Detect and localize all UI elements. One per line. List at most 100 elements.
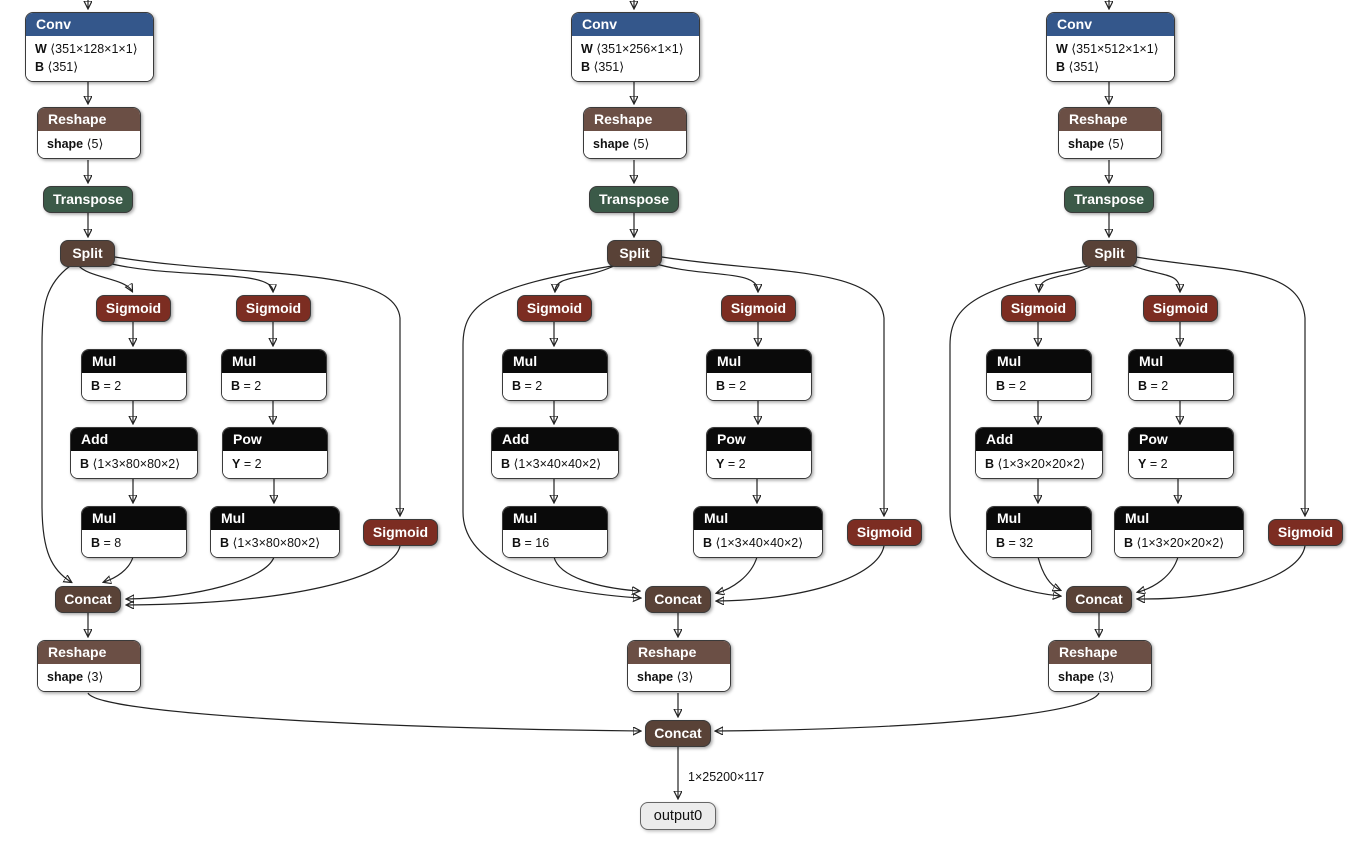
param-name: B xyxy=(231,379,241,393)
add-node[interactable]: Add B ⟨1×3×40×40×2⟩ xyxy=(491,427,619,479)
add-node[interactable]: Add B ⟨1×3×20×20×2⟩ xyxy=(975,427,1103,479)
node-params: Y = 2 xyxy=(707,451,811,478)
node-params: shape ⟨5⟩ xyxy=(1059,131,1161,158)
mul-node[interactable]: Mul B ⟨1×3×20×20×2⟩ xyxy=(1114,506,1244,558)
split-node[interactable]: Split xyxy=(607,240,662,267)
mul-node[interactable]: Mul B = 2 xyxy=(1128,349,1234,401)
param-name: shape xyxy=(47,670,84,684)
node-title: Pow xyxy=(1129,428,1233,451)
transpose-node[interactable]: Transpose xyxy=(1064,186,1154,213)
sigmoid-node[interactable]: Sigmoid xyxy=(517,295,592,322)
node-params: W ⟨351×128×1×1⟩ B ⟨351⟩ xyxy=(26,36,153,81)
param-value: ⟨351⟩ xyxy=(1068,60,1100,74)
branch1-edges xyxy=(41,0,640,731)
param-name: B xyxy=(91,379,101,393)
pow-node[interactable]: Pow Y = 2 xyxy=(222,427,328,479)
sigmoid-node[interactable]: Sigmoid xyxy=(721,295,796,322)
sigmoid-node[interactable]: Sigmoid xyxy=(1268,519,1343,546)
sigmoid-node[interactable]: Sigmoid xyxy=(363,519,438,546)
conv-node[interactable]: Conv W ⟨351×128×1×1⟩ B ⟨351⟩ xyxy=(25,12,154,82)
node-params: B = 32 xyxy=(987,530,1091,557)
concat-node[interactable]: Concat xyxy=(1066,586,1132,613)
sigmoid-node[interactable]: Sigmoid xyxy=(1001,295,1076,322)
node-params: B = 2 xyxy=(1129,373,1233,400)
add-node[interactable]: Add B ⟨1×3×80×80×2⟩ xyxy=(70,427,198,479)
pow-node[interactable]: Pow Y = 2 xyxy=(706,427,812,479)
param-name: W xyxy=(35,42,47,56)
node-params: B = 2 xyxy=(222,373,326,400)
param-name: W xyxy=(581,42,593,56)
output0-node[interactable]: output0 xyxy=(640,802,716,830)
sigmoid-node[interactable]: Sigmoid xyxy=(847,519,922,546)
transpose-node[interactable]: Transpose xyxy=(589,186,679,213)
param-name: Y xyxy=(1138,457,1147,471)
reshape-node[interactable]: Reshape shape ⟨5⟩ xyxy=(583,107,687,159)
param-value: = 2 xyxy=(1008,379,1027,393)
param-value: ⟨3⟩ xyxy=(676,670,694,684)
node-title: Mul xyxy=(987,507,1091,530)
sigmoid-node[interactable]: Sigmoid xyxy=(96,295,171,322)
param-value: = 2 xyxy=(243,379,262,393)
param-name: W xyxy=(1056,42,1068,56)
mul-node[interactable]: Mul B = 2 xyxy=(986,349,1092,401)
mul-node[interactable]: Mul B ⟨1×3×40×40×2⟩ xyxy=(693,506,823,558)
mul-node[interactable]: Mul B = 8 xyxy=(81,506,187,558)
param-value: ⟨351×512×1×1⟩ xyxy=(1071,42,1159,56)
param-name: B xyxy=(512,379,522,393)
node-title: Mul xyxy=(1115,507,1243,530)
mul-node[interactable]: Mul B = 2 xyxy=(221,349,327,401)
node-params: B ⟨1×3×40×40×2⟩ xyxy=(694,530,822,557)
mul-node[interactable]: Mul B = 2 xyxy=(502,349,608,401)
split-node[interactable]: Split xyxy=(1082,240,1137,267)
conv-node[interactable]: Conv W ⟨351×256×1×1⟩ B ⟨351⟩ xyxy=(571,12,700,82)
node-params: Y = 2 xyxy=(1129,451,1233,478)
mul-node[interactable]: Mul B = 16 xyxy=(502,506,608,558)
param-value: ⟨351⟩ xyxy=(593,60,625,74)
reshape-node[interactable]: Reshape shape ⟨3⟩ xyxy=(1048,640,1152,692)
reshape-node[interactable]: Reshape shape ⟨5⟩ xyxy=(1058,107,1162,159)
param-value: ⟨3⟩ xyxy=(86,670,104,684)
reshape-node[interactable]: Reshape shape ⟨3⟩ xyxy=(627,640,731,692)
param-value: ⟨5⟩ xyxy=(632,137,650,151)
concat-node[interactable]: Concat xyxy=(55,586,121,613)
node-title: Reshape xyxy=(38,641,140,664)
node-params: shape ⟨5⟩ xyxy=(584,131,686,158)
mul-node[interactable]: Mul B ⟨1×3×80×80×2⟩ xyxy=(210,506,340,558)
reshape-node[interactable]: Reshape shape ⟨5⟩ xyxy=(37,107,141,159)
branch2-edges xyxy=(462,0,884,716)
conv-node[interactable]: Conv W ⟨351×512×1×1⟩ B ⟨351⟩ xyxy=(1046,12,1175,82)
node-title: Conv xyxy=(572,13,699,36)
param-value: ⟨351⟩ xyxy=(47,60,79,74)
node-title: Add xyxy=(71,428,197,451)
mul-node[interactable]: Mul B = 2 xyxy=(81,349,187,401)
concat-node[interactable]: Concat xyxy=(645,586,711,613)
mul-node[interactable]: Mul B = 32 xyxy=(986,506,1092,558)
sigmoid-node[interactable]: Sigmoid xyxy=(236,295,311,322)
node-title: Conv xyxy=(26,13,153,36)
sigmoid-node[interactable]: Sigmoid xyxy=(1143,295,1218,322)
concat-node[interactable]: Concat xyxy=(645,720,711,747)
pow-node[interactable]: Pow Y = 2 xyxy=(1128,427,1234,479)
node-title: Conv xyxy=(1047,13,1174,36)
node-params: shape ⟨5⟩ xyxy=(38,131,140,158)
node-params: B = 2 xyxy=(503,373,607,400)
param-value: = 2 xyxy=(103,379,122,393)
param-value: = 8 xyxy=(103,536,122,550)
node-params: B = 2 xyxy=(82,373,186,400)
split-node[interactable]: Split xyxy=(60,240,115,267)
node-title: Pow xyxy=(223,428,327,451)
node-title: Mul xyxy=(707,350,811,373)
node-title: Pow xyxy=(707,428,811,451)
param-name: shape xyxy=(47,137,84,151)
node-title: Mul xyxy=(211,507,339,530)
node-title: Mul xyxy=(694,507,822,530)
param-name: B xyxy=(91,536,101,550)
node-title: Mul xyxy=(82,507,186,530)
node-params: B ⟨1×3×80×80×2⟩ xyxy=(211,530,339,557)
node-title: Mul xyxy=(1129,350,1233,373)
param-value: ⟨3⟩ xyxy=(1097,670,1115,684)
reshape-node[interactable]: Reshape shape ⟨3⟩ xyxy=(37,640,141,692)
param-value: = 32 xyxy=(1008,536,1034,550)
mul-node[interactable]: Mul B = 2 xyxy=(706,349,812,401)
transpose-node[interactable]: Transpose xyxy=(43,186,133,213)
